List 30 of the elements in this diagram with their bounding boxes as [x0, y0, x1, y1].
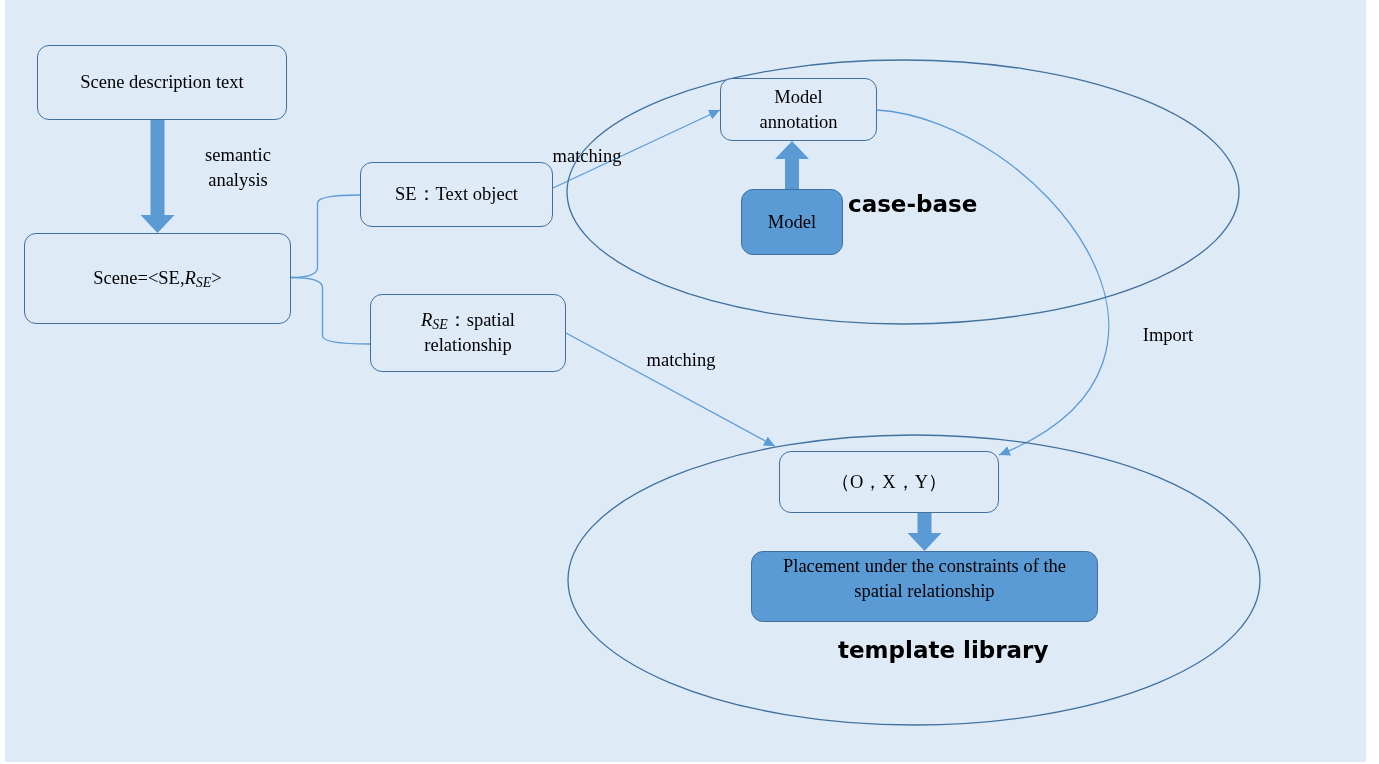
- edge-label: Import: [1141, 324, 1195, 347]
- box-text: Placement under the constraints of the spatial relationship: [781, 555, 1068, 603]
- group-title: template library: [838, 639, 1049, 662]
- edge-label: matching: [551, 145, 623, 168]
- process-box: [720, 78, 877, 141]
- bracket-connector: [290, 276, 371, 345]
- filled-process-box: [741, 189, 843, 255]
- block-arrow: [907, 513, 942, 551]
- box-text: （O，X，Y）: [830, 470, 948, 494]
- box-text: Scene=<SE,R$_{SE}$>: [93, 267, 222, 291]
- box-text: SE：Text object: [395, 183, 518, 206]
- arrow: [565, 332, 776, 447]
- filled-process-box: [751, 551, 1098, 622]
- edge-label: matching: [645, 349, 717, 372]
- block-arrow: [140, 120, 175, 233]
- process-box: [370, 294, 566, 372]
- arrow: [552, 109, 721, 189]
- process-box: [24, 233, 291, 324]
- edge-label: semantic analysis: [204, 144, 272, 192]
- arrow: [876, 109, 1110, 456]
- block-arrow: [775, 141, 809, 189]
- box-text: Model annotation: [758, 85, 839, 134]
- group-title: case-base: [848, 193, 978, 216]
- template-library-ellipse: [567, 434, 1261, 726]
- box-text: Model: [767, 210, 817, 234]
- process-box: [37, 45, 287, 120]
- box-text: R$_{SE}$：spatial relationship: [420, 309, 516, 357]
- process-box: [360, 162, 553, 227]
- process-box: [779, 451, 999, 513]
- box-text: Scene description text: [80, 71, 244, 94]
